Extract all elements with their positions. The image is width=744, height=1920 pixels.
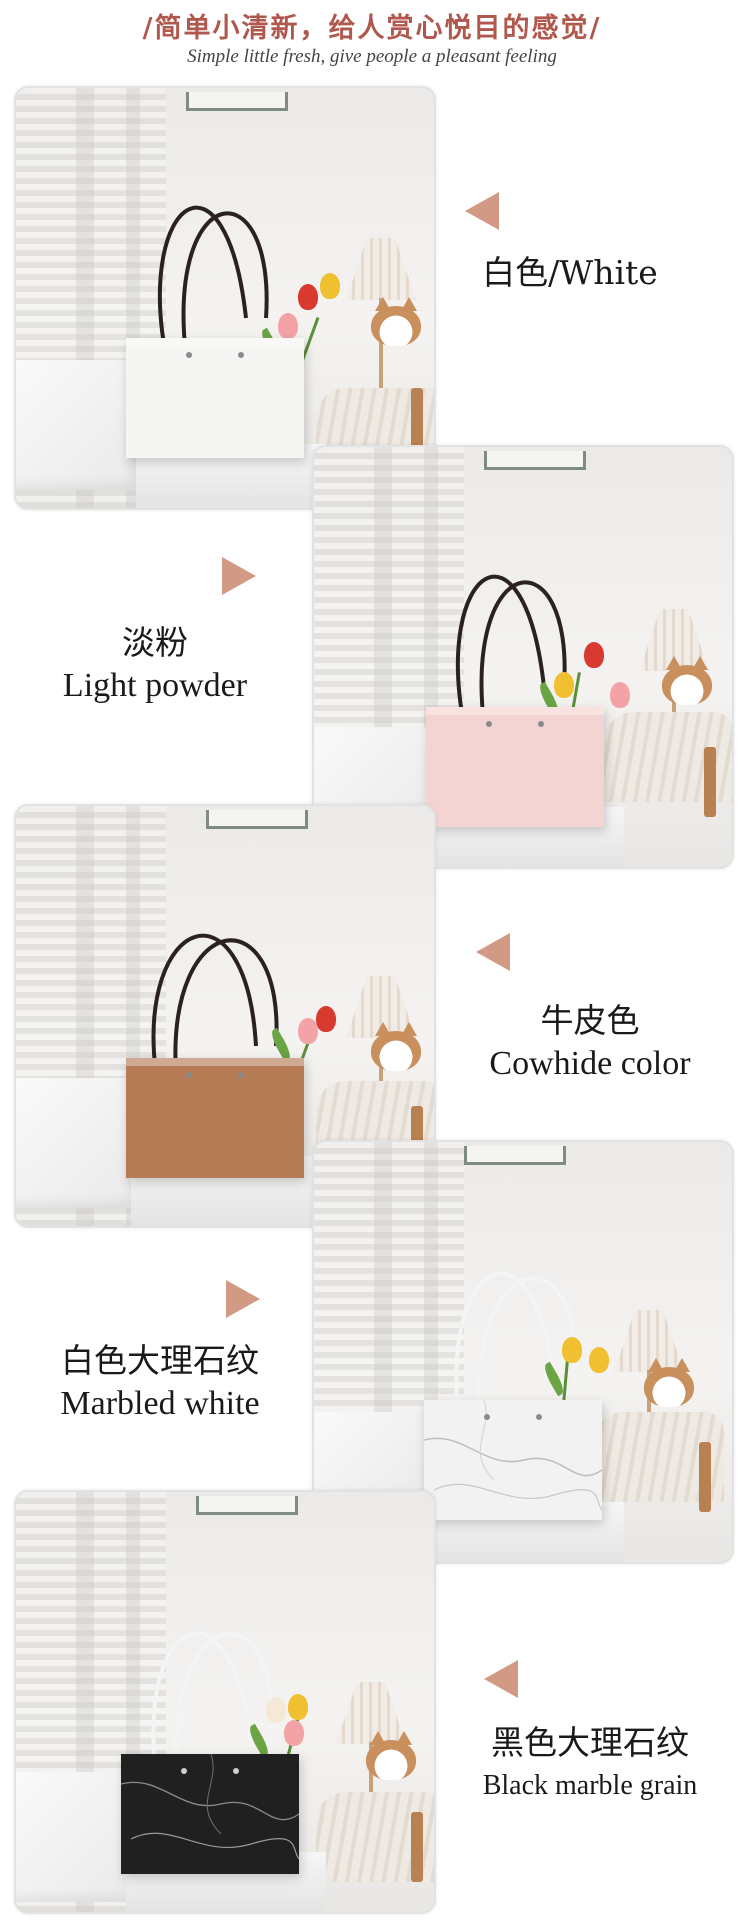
gift-bag xyxy=(426,707,604,827)
variant-label-black-marble: 黑色大理石纹 Black marble grain xyxy=(440,1722,740,1808)
bag-handle xyxy=(151,1631,275,1776)
product-photo-white xyxy=(14,86,436,510)
arrow-right-icon xyxy=(222,557,256,595)
header-title-cn: /简单小清新，给人赏心悦目的感觉/ xyxy=(142,13,602,44)
variant-name-en: Marbled white xyxy=(60,1385,260,1422)
variant-name-en: Black marble grain xyxy=(482,1770,698,1801)
gift-bag xyxy=(126,338,304,458)
arrow-right-icon xyxy=(226,1280,260,1318)
variant-name-cn: 牛皮色 xyxy=(540,1001,640,1040)
variant-label-white: 白色/White xyxy=(440,252,700,294)
variant-name-en: Cowhide color xyxy=(489,1045,691,1082)
variant-name-en: Light powder xyxy=(62,667,248,704)
bag-handle xyxy=(455,574,567,726)
variant-label-cowhide: 牛皮色 Cowhide color xyxy=(440,1000,740,1086)
variant-label-light-powder: 淡粉 Light powder xyxy=(10,622,300,708)
gift-bag xyxy=(126,1058,304,1178)
bag-handle xyxy=(454,1271,578,1421)
gift-bag xyxy=(121,1754,299,1874)
product-photo-black-marble xyxy=(14,1490,436,1914)
bag-handle xyxy=(151,933,279,1075)
header-title-en: Simple little fresh, give people a pleas… xyxy=(187,46,557,67)
gift-bag xyxy=(424,1400,602,1520)
arrow-left-icon xyxy=(465,192,499,230)
product-photo-light-powder xyxy=(312,445,734,869)
variant-name-cn: 黑色大理石纹 xyxy=(491,1723,689,1762)
variant-label-marbled-white: 白色大理石纹 Marbled white xyxy=(10,1340,310,1426)
arrow-left-icon xyxy=(484,1660,518,1698)
variant-name-cn: 白色大理石纹 xyxy=(61,1341,259,1380)
variant-name-cn: 白色/White xyxy=(482,253,658,292)
page-header: /简单小清新，给人赏心悦目的感觉/ Simple little fresh, g… xyxy=(0,0,744,80)
variant-name-cn: 淡粉 xyxy=(122,623,188,662)
bag-handle xyxy=(157,205,269,357)
arrow-left-icon xyxy=(476,933,510,971)
scene-background xyxy=(16,806,434,1226)
